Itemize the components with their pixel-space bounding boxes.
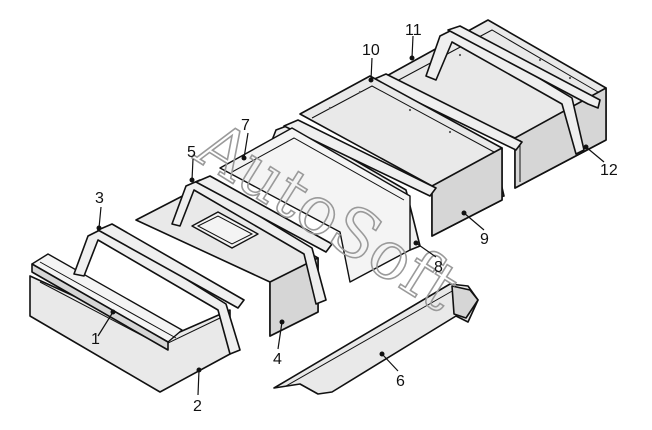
- callout-9: 9: [480, 231, 489, 248]
- callout-4: 4: [273, 351, 282, 368]
- leader-lines: [96, 35, 605, 396]
- part-9-middle-box: [299, 75, 503, 237]
- callout-11: 11: [405, 22, 422, 39]
- part-1-front-rail: [31, 253, 183, 351]
- callout-10: 10: [362, 42, 380, 59]
- callout-3: 3: [95, 190, 104, 207]
- callout-1: 1: [91, 331, 100, 348]
- part-4-front-box: [135, 187, 319, 337]
- part-6-side-rail: [273, 283, 479, 395]
- part-3-frame: [73, 223, 245, 355]
- callout-7: 7: [241, 117, 250, 134]
- callout-8: 8: [434, 259, 443, 276]
- callout-2: 2: [193, 398, 202, 415]
- callout-5: 5: [187, 144, 196, 161]
- callouts: 1 2 3 4 5 6 7 8 9 10 11 12: [91, 22, 618, 415]
- callout-6: 6: [396, 373, 405, 390]
- part-7-box: [219, 127, 411, 283]
- callout-12: 12: [600, 162, 618, 179]
- part-5-frame: [171, 175, 333, 305]
- part-11-rear-frame: [425, 25, 601, 155]
